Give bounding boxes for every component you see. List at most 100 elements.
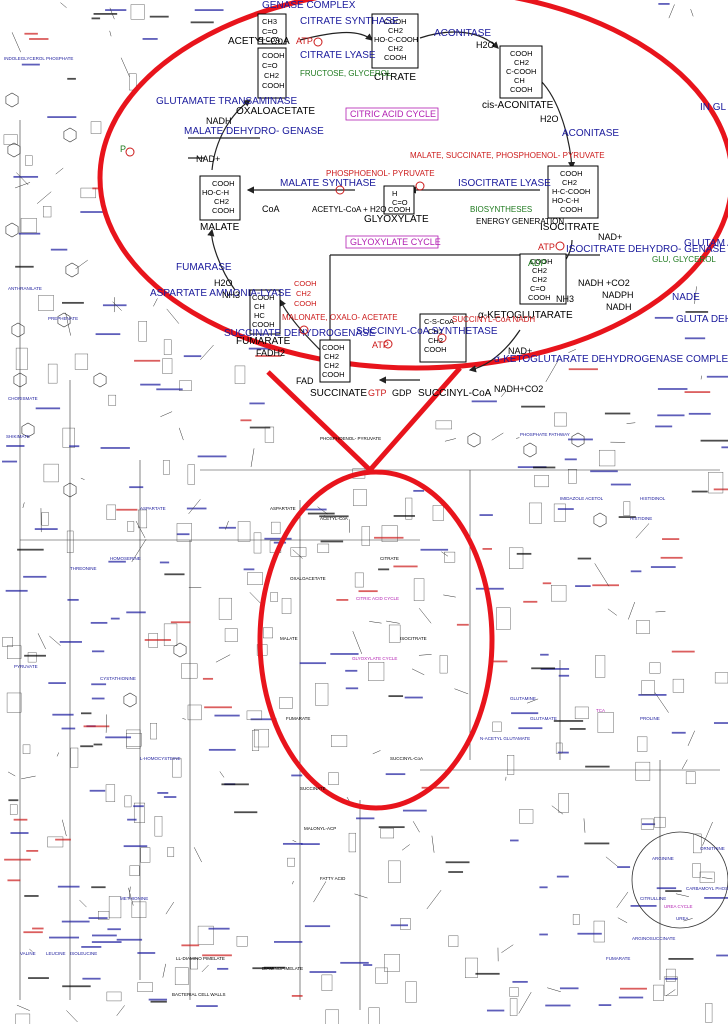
- background-label: HISTIDINE: [630, 516, 652, 521]
- svg-text:COOH: COOH: [560, 205, 583, 214]
- succinyl-coa-synthetase-label: SUCCINYL-CoA SYNTHETASE: [356, 326, 498, 337]
- oxaloacetate-label: OXALOACETATE: [236, 106, 315, 117]
- background-label: CITRATE: [380, 556, 399, 561]
- svg-text:COOH: COOH: [510, 49, 533, 58]
- nadh-co2-akg: NADH+CO2: [494, 384, 543, 394]
- right-top-fragment: IN GL PHOS: [700, 102, 728, 113]
- edge-fragments: IN GL PHOS NADE: [672, 102, 728, 303]
- fad: FAD: [296, 376, 314, 386]
- svg-text:H: H: [392, 189, 397, 198]
- background-label: PHOSPHOENOL- PYRUVATE: [320, 436, 381, 441]
- citrate-label: CITRATE: [374, 72, 416, 83]
- background-label: FUMARATE: [286, 716, 310, 721]
- akg-dehydrogenase-label: α-KETOGLUTARATE DEHYDROGENASE COMPLEX: [494, 354, 728, 365]
- svg-text:C=O: C=O: [262, 61, 278, 70]
- background-label: SHIKIMATE: [6, 434, 30, 439]
- background-label: VALINE: [20, 951, 36, 956]
- background-label: GLYOXYLATE CYCLE: [352, 656, 397, 661]
- background-label: HOMOSERINE: [110, 556, 141, 561]
- background-label: UREA CYCLE: [664, 904, 693, 909]
- background-label: CITRIC ACID CYCLE: [356, 596, 399, 601]
- svg-text:H-C-COOH: H-C-COOH: [552, 187, 590, 196]
- nadph: NADPH: [602, 290, 634, 300]
- acetyl-coa-label: ACETYL-CoA: [228, 36, 290, 47]
- background-label: L-HOMOCYSTEINE: [140, 756, 181, 761]
- citric-acid-cycle-label: CITRIC ACID CYCLE: [350, 109, 436, 119]
- background-label: THREONINE: [70, 566, 97, 571]
- p-left: P: [120, 144, 126, 154]
- background-label: ISOCITRATE: [400, 636, 427, 641]
- background-label: LEUCINE: [46, 951, 66, 956]
- background-labels: INDOLEGLYCEROL PHOSPHATEANTHRANILATECHOR…: [4, 56, 728, 997]
- glyoxylate-label: GLYOXYLATE: [364, 214, 429, 225]
- svg-text:COOH: COOH: [528, 293, 551, 302]
- svg-text:C-S-CoA: C-S-CoA: [424, 317, 454, 326]
- background-label: INDOLEGLYCEROL PHOSPHATE: [4, 56, 73, 61]
- background-label: FATTY ACID: [320, 876, 346, 881]
- background-label: METHIONINE: [120, 896, 148, 901]
- svg-text:CH2: CH2: [562, 178, 577, 187]
- background-label: OXALOACETATE: [290, 576, 326, 581]
- h2o-aconitase-2: H2O: [540, 114, 559, 124]
- svg-text:CH2: CH2: [296, 289, 311, 298]
- svg-text:CH2: CH2: [388, 26, 403, 35]
- small-highlight-oval: [257, 469, 495, 811]
- enzyme-labels: CITRATE SYNTHASE CITRATE LYASE ACONITASE…: [150, 16, 728, 365]
- background-label: BACTERIAL CELL WALLS: [172, 992, 226, 997]
- nadh-mdh: NADH: [206, 116, 232, 126]
- citrate-lyase-label: CITRATE LYASE: [300, 50, 376, 61]
- aconitase-top-label: ACONITASE: [434, 28, 491, 39]
- atp-scs: ATP: [372, 340, 389, 350]
- svg-text:CH: CH: [254, 302, 265, 311]
- atp-citrate-synthase: ATP: [296, 36, 313, 46]
- succinate-label: SUCCINATE: [310, 388, 367, 399]
- nad-akg: NAD+: [508, 346, 532, 356]
- fumarase-label: FUMARASE: [176, 262, 232, 273]
- svg-text:COOH: COOH: [560, 169, 583, 178]
- aconitase-right-label: ACONITASE: [562, 128, 619, 139]
- background-label: FUMARATE: [606, 956, 630, 961]
- fadh2: FADH2: [256, 348, 285, 358]
- svg-text:C=O: C=O: [530, 284, 546, 293]
- zoom-lens: [97, 0, 728, 811]
- background-label: CITRULLINE: [640, 896, 666, 901]
- nh3-glu: NH3: [556, 294, 574, 304]
- adp-idh: ADP: [528, 258, 547, 268]
- background-label: PREPHENATE: [48, 316, 78, 321]
- background-label: CYSTATHIONINE: [100, 676, 136, 681]
- malate-label: MALATE: [200, 222, 240, 233]
- svg-text:C-COOH: C-COOH: [506, 67, 536, 76]
- svg-text:S-CoA: S-CoA: [258, 35, 280, 44]
- background-label: CHORISMATE: [8, 396, 38, 401]
- svg-text:COOH: COOH: [322, 343, 345, 352]
- gtp: GTP: [368, 388, 387, 398]
- coa-malate-synthase: CoA: [262, 204, 280, 214]
- acetyl-coa-h2o-label: ACETYL-CoA + H2O: [312, 205, 386, 214]
- background-label: PHOSPHATE PATHWAY: [520, 432, 570, 437]
- right-mid-fragment: NADE: [672, 292, 700, 303]
- background-label: SUCCINYL-CoA: [390, 756, 423, 761]
- glyoxylate-cycle-label: GLYOXYLATE CYCLE: [350, 237, 441, 247]
- inhibition-marks: [125, 37, 565, 349]
- svg-text:COOH: COOH: [252, 320, 275, 329]
- background-label: ARGINOSUCCINATE: [632, 936, 675, 941]
- background-label: PROLINE: [640, 716, 660, 721]
- svg-text:COOH: COOH: [384, 53, 407, 62]
- svg-text:CH2: CH2: [388, 44, 403, 53]
- cycle-labels: CITRIC ACID CYCLE GLYOXYLATE CYCLE: [345, 107, 441, 249]
- background-label: ASPARTATE: [270, 506, 296, 511]
- background-label: DIAMINOPIMELATE: [262, 966, 303, 971]
- nadh-co2-idh: NADH +CO2: [578, 278, 630, 288]
- svg-text:COOH: COOH: [262, 81, 285, 90]
- isocitrate-lyase-label: ISOCITRATE LYASE: [458, 178, 551, 189]
- aspartate-ammonia-lyase-label: ASPARTATE AMMONIA-LYASE: [150, 288, 291, 299]
- background-label: ARGININE: [652, 856, 674, 861]
- svg-text:HC: HC: [254, 311, 265, 320]
- background-label: ASPARTATE: [140, 506, 166, 511]
- background-label: HISTIDINOL: [640, 496, 666, 501]
- succinyl-coa-nadh-inhibitor: SUCCINYL-CoA NADH: [452, 315, 535, 324]
- svg-text:CH: CH: [514, 76, 525, 85]
- nh3-asp: NH3: [222, 290, 240, 300]
- cofactor-labels: NADH NAD+ H2O H2O H2O CoA ATP ATP ADP NA…: [120, 36, 634, 398]
